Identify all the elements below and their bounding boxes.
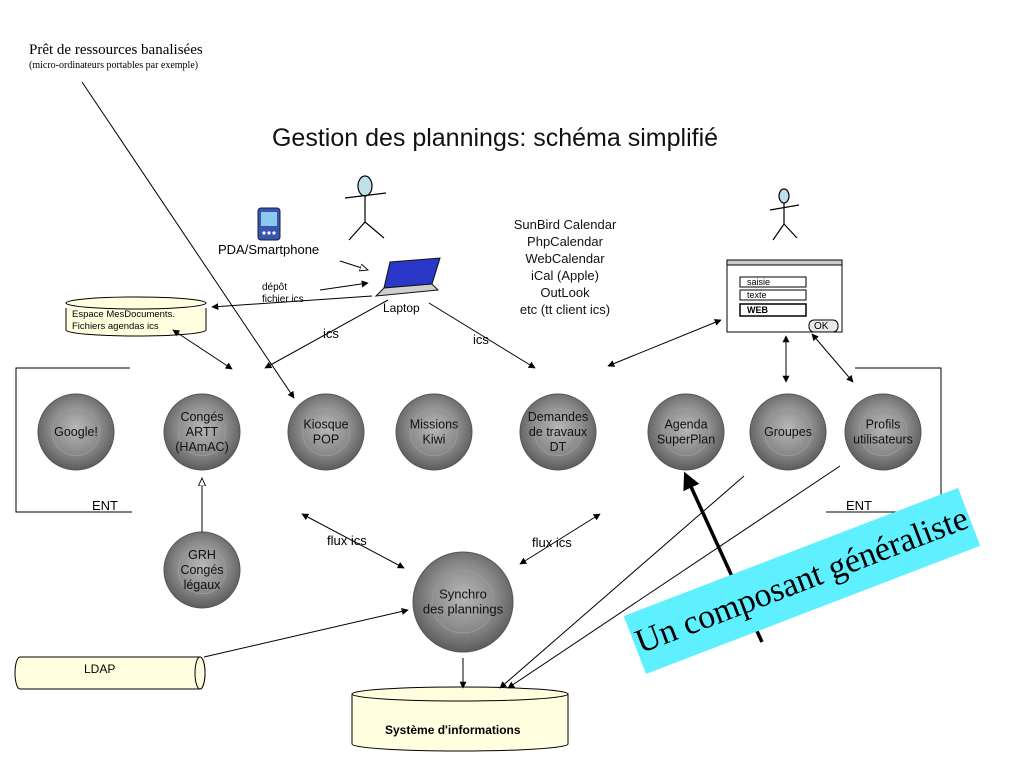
laptop-icon bbox=[374, 257, 441, 297]
pda-label: PDA/Smartphone bbox=[218, 242, 319, 257]
ics-label-left: ics bbox=[323, 326, 339, 341]
depot-label: dépôt fichier ics bbox=[262, 282, 304, 305]
user-figure-right bbox=[769, 188, 800, 241]
information-system-database: Système d'informations bbox=[351, 686, 569, 752]
ldap-label: LDAP bbox=[84, 662, 115, 676]
circle-groupes: Groupes bbox=[749, 393, 827, 471]
form-ok-button: OK bbox=[814, 321, 829, 332]
ics-client: OutLook bbox=[540, 285, 590, 300]
ics-client: PhpCalendar bbox=[527, 234, 603, 249]
ics-client-list: SunBird Calendar PhpCalendar WebCalendar… bbox=[495, 216, 635, 318]
ics-client: SunBird Calendar bbox=[513, 217, 617, 232]
ent-frame-left bbox=[15, 367, 132, 513]
diagram-title: Gestion des plannings: schéma simplifié bbox=[271, 124, 719, 152]
pda-icon bbox=[257, 207, 281, 241]
loan-note-main: Prêt de ressources banalisées bbox=[29, 42, 203, 58]
laptop-label: Laptop bbox=[383, 301, 420, 315]
user-figure-left bbox=[344, 175, 387, 241]
storage-cylinder: Espace MesDocuments. Fichiers agendas ic… bbox=[65, 296, 207, 337]
ent-label-right: ENT bbox=[846, 498, 872, 513]
loan-note: Prêt de ressources banalisées (micro-ord… bbox=[29, 42, 203, 71]
ics-client: etc (tt client ics) bbox=[519, 302, 611, 317]
ics-label-right: ics bbox=[473, 332, 489, 347]
circle-label: Google! bbox=[54, 425, 98, 439]
ent-label-left: ENT bbox=[92, 498, 118, 513]
ics-client: iCal (Apple) bbox=[531, 268, 599, 283]
circle-label: Groupes bbox=[764, 425, 812, 439]
ics-client: WebCalendar bbox=[525, 251, 605, 266]
ldap-database: LDAP bbox=[14, 656, 206, 690]
circle-google: Google! bbox=[37, 393, 115, 471]
form-field-texte: texte bbox=[747, 290, 767, 300]
web-form-window: saisie texte WEB OK bbox=[726, 259, 843, 333]
loan-note-sub: (micro-ordinateurs portables par exemple… bbox=[29, 60, 199, 71]
connector-arrows bbox=[81, 81, 854, 689]
form-field-saisie: saisie bbox=[747, 277, 770, 287]
ent-frame-right bbox=[826, 367, 942, 513]
si-label: Système d'informations bbox=[385, 723, 521, 737]
svg-text:Espace MesDocuments. Fic: Espace MesDocuments. Fichiers agendas ic… bbox=[72, 309, 178, 332]
flux-ics-label-right: flux ics bbox=[532, 535, 572, 550]
form-field-web: WEB bbox=[747, 305, 768, 315]
